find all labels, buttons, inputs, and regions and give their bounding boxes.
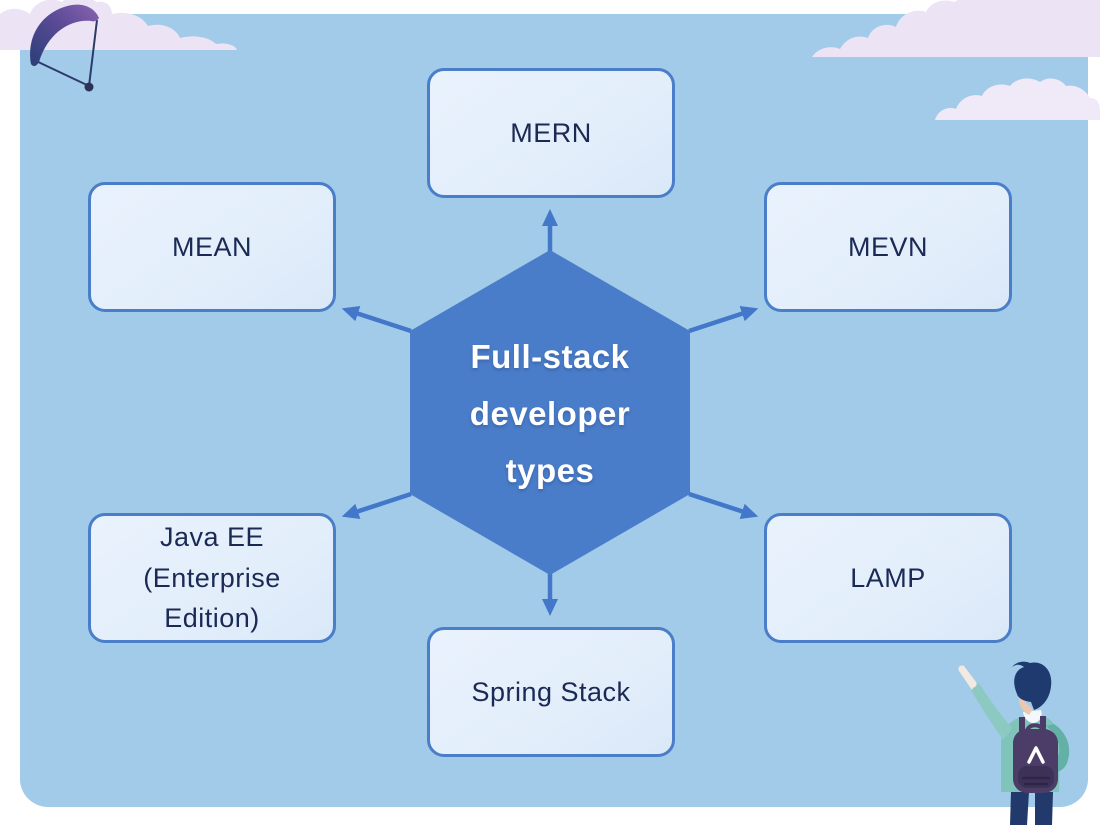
node-javaee-label: Java EE (Enterprise Edition): [143, 522, 281, 634]
node-javaee: Java EE (Enterprise Edition): [88, 513, 336, 643]
node-mevn: MEVN: [764, 182, 1012, 312]
node-lamp-label: LAMP: [850, 562, 926, 593]
node-mean: MEAN: [88, 182, 336, 312]
node-spring-label: Spring Stack: [471, 676, 631, 707]
node-mern-label: MERN: [510, 117, 592, 148]
node-spring: Spring Stack: [427, 627, 675, 757]
node-mean-label: MEAN: [171, 231, 252, 262]
node-lamp: LAMP: [764, 513, 1012, 643]
node-mevn-label: MEVN: [847, 231, 928, 262]
diagram-center-title: Full-stack developer types: [469, 338, 631, 489]
node-mern: MERN: [427, 68, 675, 198]
